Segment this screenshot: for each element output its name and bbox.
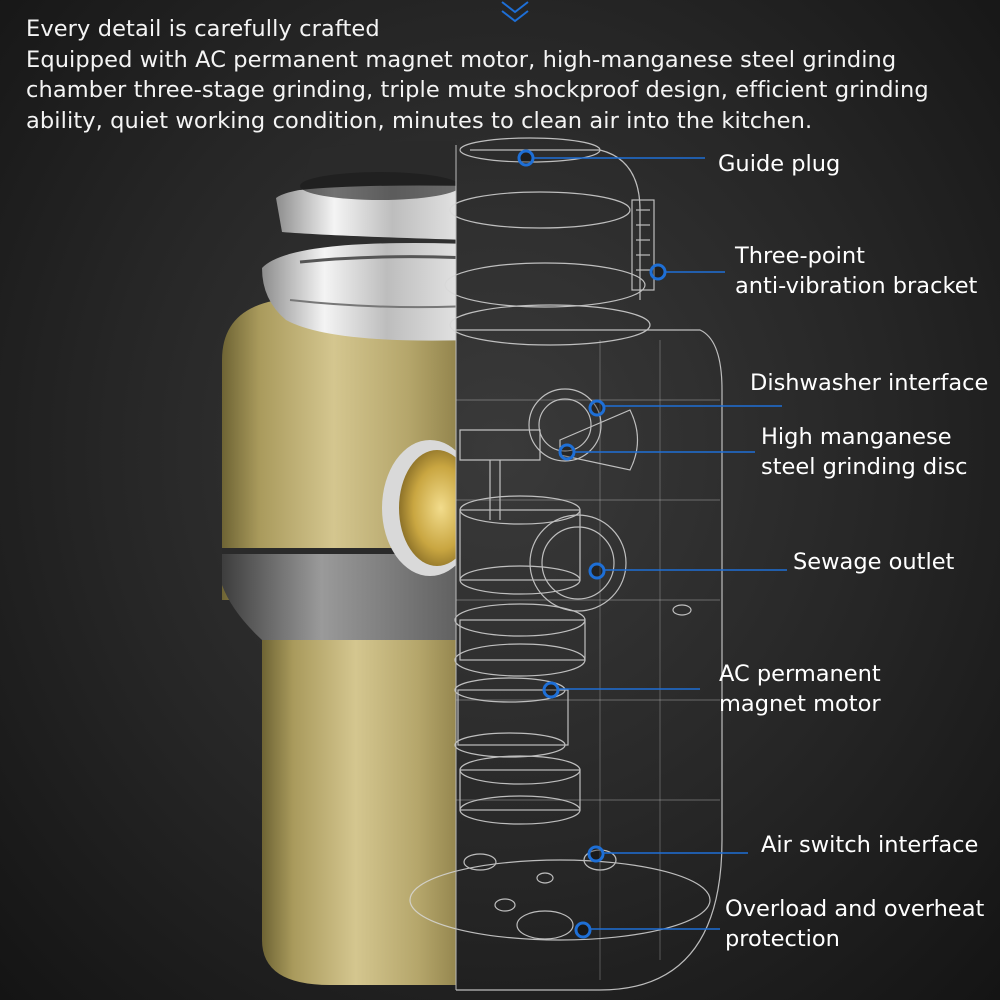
intro-text: Every detail is carefully crafted Equipp… [26,14,986,136]
callout-line: magnet motor [719,691,881,717]
callout-dishwasher-interface: Dishwasher interface [750,368,988,398]
callout-guide-plug: Guide plug [718,149,840,179]
intro-line-3: ability, quiet working condition, minute… [26,107,813,134]
callout-grinding-disc: High manganese steel grinding disc [761,422,968,482]
callout-line: Three-point [735,243,865,269]
callout-line: Air switch interface [761,832,979,858]
callout-overload-protection: Overload and overheat protection [725,894,984,954]
callout-line: protection [725,926,840,952]
callout-line: Sewage outlet [793,549,955,575]
callout-line: Dishwasher interface [750,370,989,396]
callout-line: steel grinding disc [761,454,968,480]
callout-magnet-motor: AC permanent magnet motor [719,659,881,719]
callout-sewage-outlet: Sewage outlet [793,547,954,577]
callout-line: AC permanent [719,661,881,687]
callout-line: Overload and overheat [725,896,985,922]
wireframe-half [409,137,723,991]
callout-anti-vibration-bracket: Three-point anti-vibration bracket [735,241,977,301]
intro-heading: Every detail is carefully crafted [26,16,380,42]
chevron-down-icon [501,1,529,23]
intro-line-2: chamber three-stage grinding, triple mut… [26,77,929,103]
callout-line: Guide plug [718,151,841,177]
callout-leaders [533,157,787,930]
intro-line-1: Equipped with AC permanent magnet motor,… [26,46,897,73]
callout-line: High manganese [761,424,952,450]
callout-dot-icon [517,149,667,939]
callout-air-switch-interface: Air switch interface [761,830,978,860]
callout-line: anti-vibration bracket [735,273,978,299]
